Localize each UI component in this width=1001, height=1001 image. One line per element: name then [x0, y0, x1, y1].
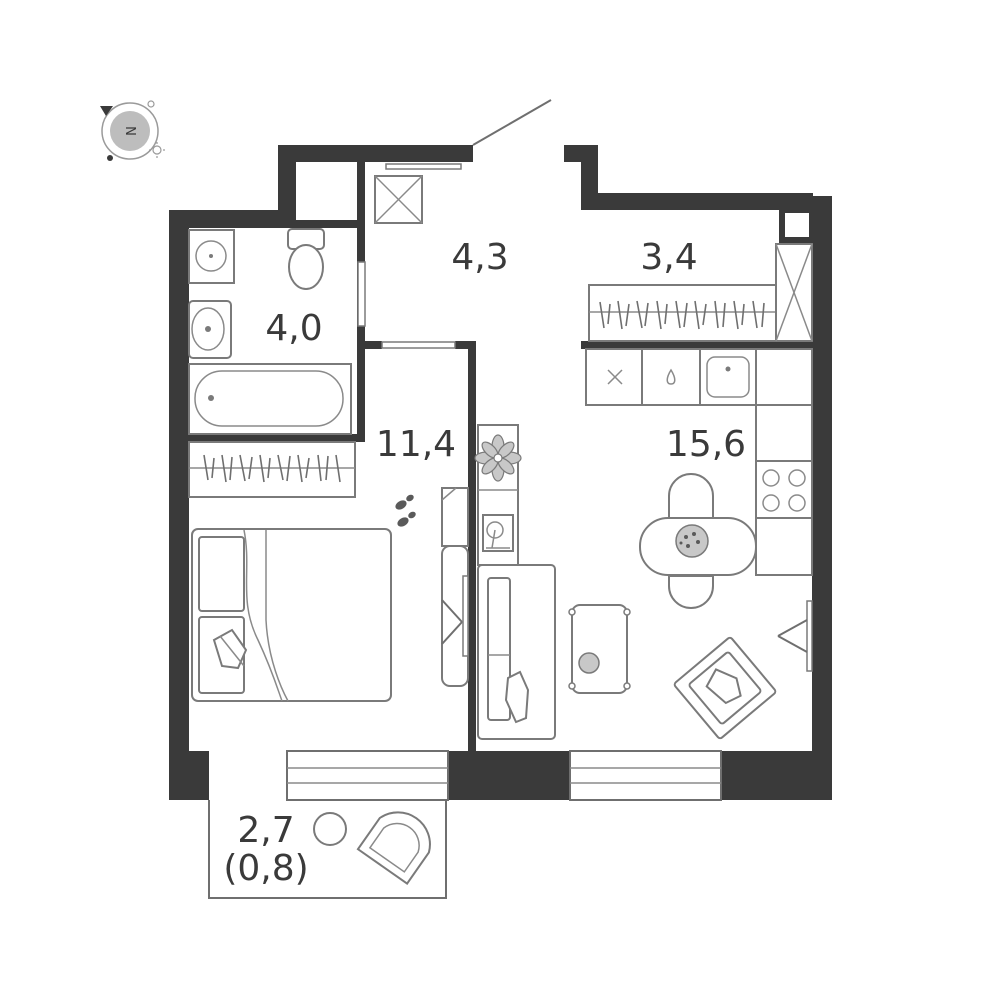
- turntable-icon: [482, 514, 514, 552]
- room-area-wardrobe: 3,4: [640, 237, 697, 278]
- slippers-icon: [395, 494, 416, 527]
- armchair-icon: [673, 636, 777, 740]
- plant-icon: [474, 434, 522, 482]
- kitchen: [585, 348, 813, 609]
- room-area-bathroom: 4,0: [265, 308, 322, 349]
- bedroom: [188, 341, 469, 702]
- room-area-balcony-reduced: (0,8): [223, 848, 308, 889]
- living-area: [474, 424, 813, 740]
- walk-in-closet: [588, 243, 813, 342]
- balcony-chair-icon: [356, 811, 431, 885]
- compass-letter: N: [125, 126, 140, 136]
- bathroom: [188, 228, 366, 435]
- room-area-balcony: 2,7: [237, 810, 294, 851]
- vent-shaft-icon: [374, 175, 423, 224]
- wardrobe-hatch: [203, 454, 341, 483]
- entrance-door: [385, 99, 552, 170]
- windows: [286, 750, 722, 801]
- balcony: [208, 800, 447, 899]
- walls: [169, 145, 832, 800]
- room-area-hall: 4,3: [451, 237, 508, 278]
- room-area-bedroom: 11,4: [376, 424, 456, 465]
- room-area-kitchen-living: 15,6: [666, 424, 746, 465]
- compass-icon: N: [100, 100, 165, 161]
